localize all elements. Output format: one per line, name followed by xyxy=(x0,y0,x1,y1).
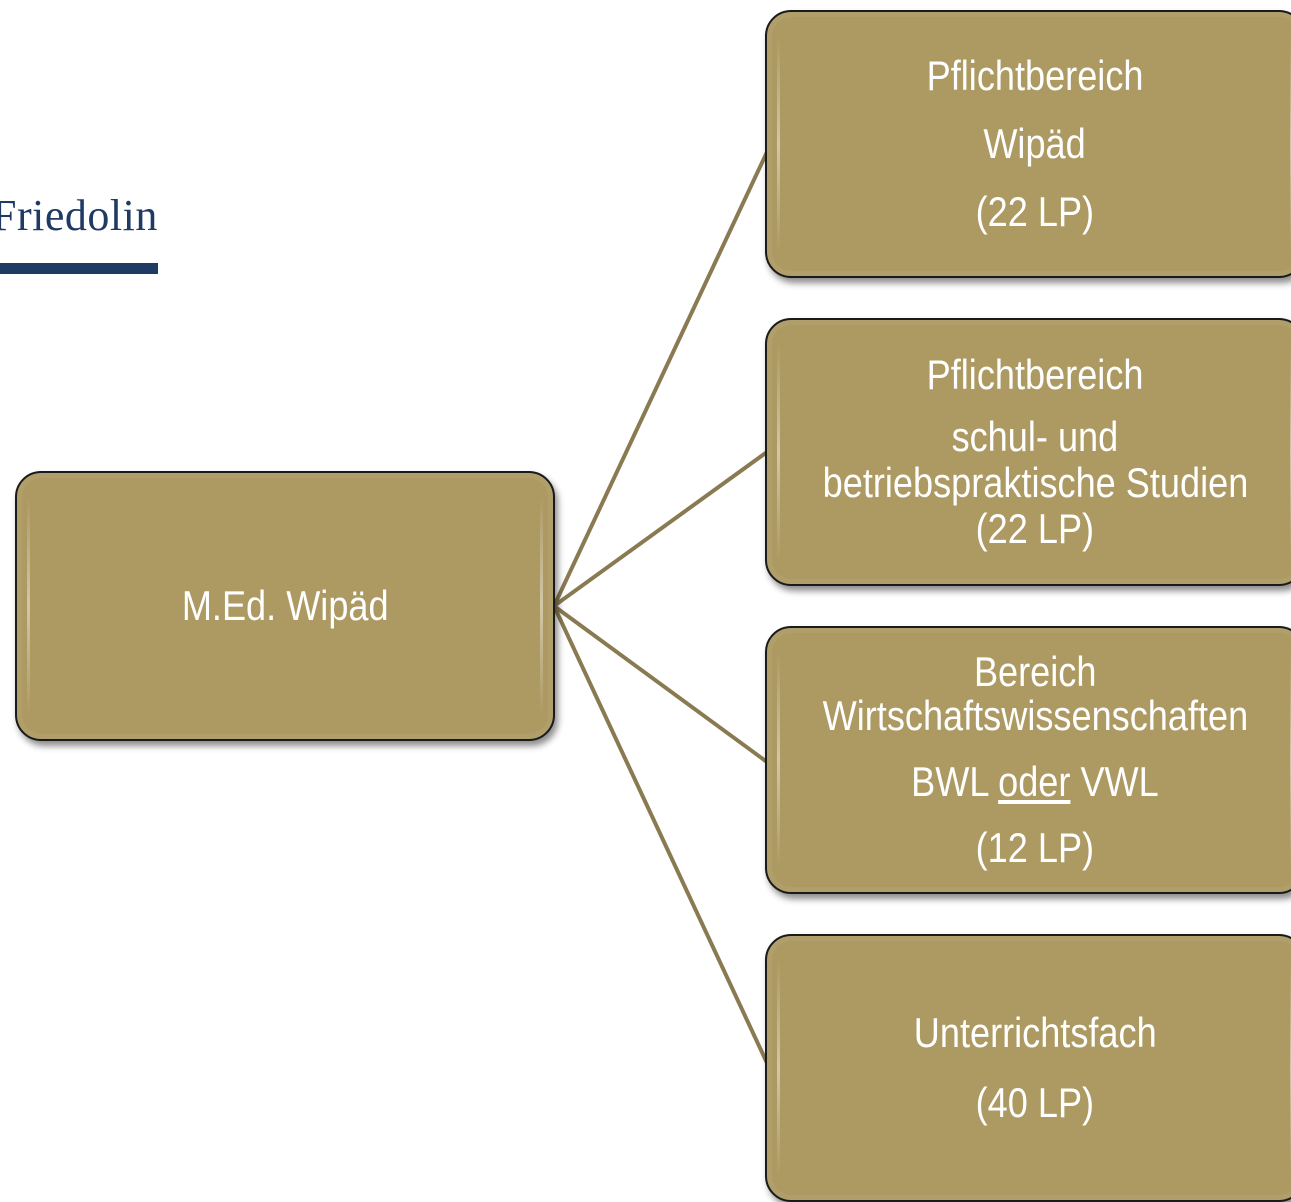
child-3-line-2: Wirtschaftswissenschaften xyxy=(822,692,1248,739)
child-3-choice-right: VWL xyxy=(1080,758,1159,805)
child-2-line-1: Pflichtbereich xyxy=(926,351,1144,398)
child-3-choice-line: BWL oder VWL xyxy=(911,761,1159,803)
child-3-choice-left: BWL xyxy=(911,758,989,805)
child-node-2: Pflichtbereich schul- und betriebsprakti… xyxy=(765,318,1291,586)
child-2-line-3: betriebspraktische Studien xyxy=(822,459,1248,506)
connector-to-child-2 xyxy=(552,450,769,608)
child-2-line-4: (22 LP) xyxy=(975,505,1095,552)
connector-to-child-4 xyxy=(552,605,769,1064)
child-1-line-1: Pflichtbereich xyxy=(926,52,1144,99)
child-node-1: Pflichtbereich Wipäd (22 LP) xyxy=(765,10,1291,278)
brand-wordmark: Friedolin xyxy=(0,191,158,240)
connector-to-child-1 xyxy=(552,151,769,607)
brand-underline-bar xyxy=(0,263,158,274)
child-node-3: Bereich Wirtschaftswissenschaften BWL od… xyxy=(765,626,1291,894)
child-3-line-1: Bereich xyxy=(973,648,1097,695)
child-4-line-2: (40 LP) xyxy=(975,1079,1095,1126)
root-node: M.Ed. Wipäd xyxy=(15,471,555,741)
child-1-line-2: Wipäd xyxy=(983,120,1087,167)
child-node-4: Unterrichtsfach (40 LP) xyxy=(765,934,1291,1202)
child-3-line-3: (12 LP) xyxy=(975,824,1095,871)
root-label: M.Ed. Wipäd xyxy=(181,582,389,629)
child-3-choice-middle: oder xyxy=(998,758,1071,805)
connector-to-child-3 xyxy=(552,604,769,764)
child-2-line-2: schul- und xyxy=(951,413,1119,460)
child-1-line-3: (22 LP) xyxy=(975,188,1095,235)
child-4-line-1: Unterrichtsfach xyxy=(913,1009,1157,1056)
